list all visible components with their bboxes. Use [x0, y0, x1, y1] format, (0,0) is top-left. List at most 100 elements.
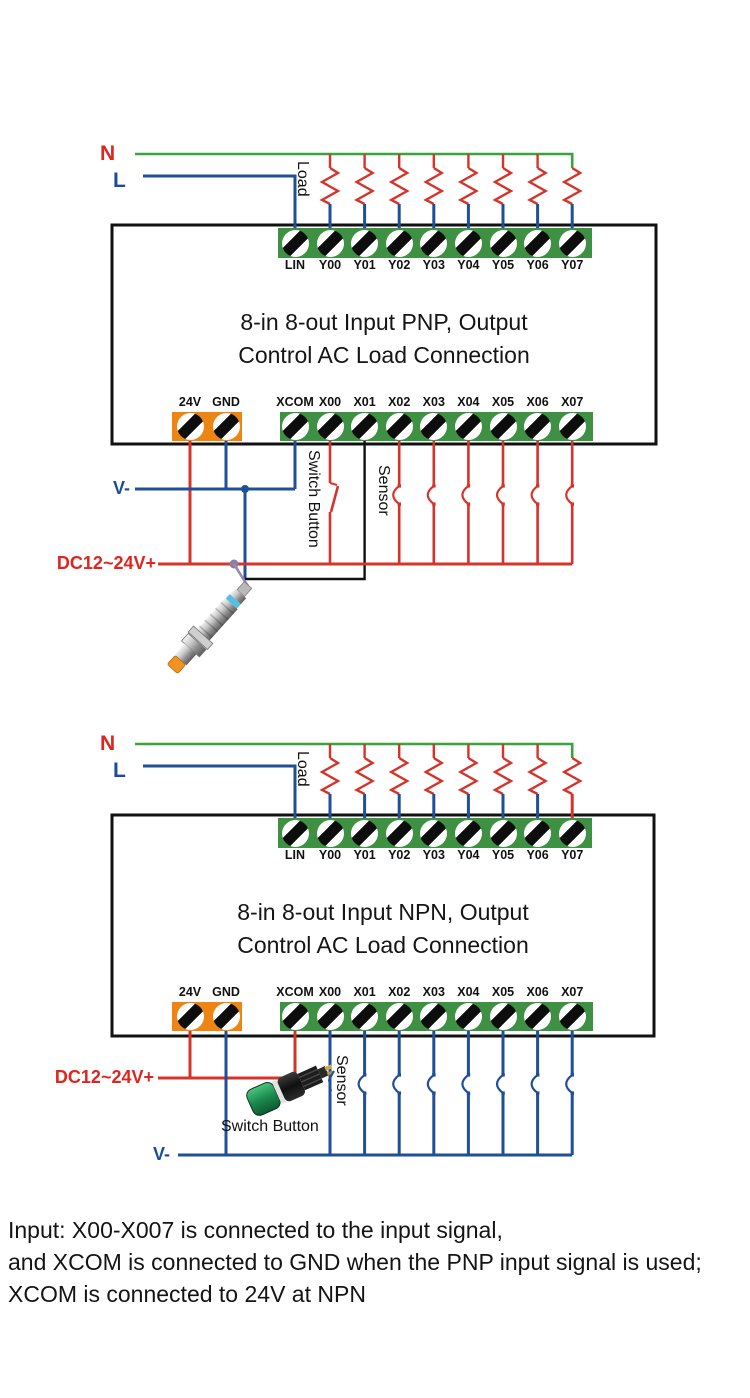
- sensor-symbol: [570, 1073, 574, 1077]
- terminal-label: LIN: [284, 258, 306, 272]
- button-lead-wire: [327, 1070, 335, 1092]
- sensor-cap: [229, 588, 247, 605]
- label-line: L: [113, 759, 126, 782]
- terminal-screw: [489, 413, 517, 440]
- terminal-screw: [351, 229, 379, 257]
- sensor-symbol: [466, 484, 471, 488]
- sensor-symbol: [357, 1074, 366, 1094]
- terminal-screw: [489, 819, 517, 847]
- sensor-symbol: [397, 502, 401, 506]
- switch-contact: [329, 482, 338, 486]
- button-ring: [271, 1080, 287, 1104]
- terminal-screw: [420, 1003, 448, 1030]
- sensor-symbol: [501, 502, 505, 506]
- terminal-screw: [281, 819, 309, 847]
- load-resistor-symbol: [527, 166, 549, 206]
- terminal-screw: [385, 819, 413, 847]
- terminal-label: Y04: [457, 848, 480, 862]
- terminal-label: X01: [353, 395, 376, 409]
- terminal-label: 24V: [178, 985, 202, 999]
- sensor-symbol: [536, 502, 540, 506]
- terminal-screw: [524, 819, 552, 847]
- sensor-symbol: [363, 1073, 367, 1077]
- terminal-label: X06: [526, 395, 549, 409]
- label-v-minus: V-: [112, 478, 130, 498]
- load-resistor-symbol: [319, 756, 341, 796]
- terminal-label: Y01: [353, 258, 376, 272]
- terminal-label: X05: [491, 985, 515, 999]
- sensor-threads: [198, 601, 235, 639]
- terminal-label: Y00: [318, 258, 342, 272]
- module-box: [110, 813, 656, 1038]
- footer-line: and XCOM is connected to GND when the PN…: [8, 1249, 702, 1275]
- load-resistor-symbol: [527, 756, 549, 796]
- sensor-symbol: [432, 1073, 436, 1077]
- sensor-symbol: [426, 485, 435, 505]
- terminal-label: Y02: [388, 258, 411, 272]
- load-resistor-symbol: [492, 166, 514, 206]
- label-neutral: N: [100, 732, 116, 755]
- terminal-screw: [351, 413, 379, 440]
- terminal-screw: [212, 413, 240, 440]
- title-line-2: Control AC Load Connection: [238, 342, 530, 368]
- terminal-screw: [454, 819, 482, 847]
- terminal-screw: [281, 1003, 309, 1030]
- button-thread-lines: [299, 1068, 322, 1088]
- terminal-screw: [489, 229, 517, 257]
- sensor-symbol: [570, 502, 574, 506]
- terminal-label: X00: [318, 395, 342, 409]
- sensor-symbol: [530, 1074, 539, 1094]
- terminal-label: X07: [561, 395, 584, 409]
- sensor-symbol: [570, 484, 574, 488]
- sensor-symbol: [466, 502, 471, 506]
- terminal-label: Y00: [318, 848, 342, 862]
- title-line-1: 8-in 8-out Input PNP, Output: [240, 309, 528, 335]
- footer-note: Input: X00-X007 is connected to the inpu…: [8, 1214, 702, 1310]
- terminal-label: X01: [353, 985, 376, 999]
- terminal-label: X02: [388, 985, 411, 999]
- terminal-label: X00: [318, 985, 342, 999]
- terminal-label: GND: [212, 395, 240, 409]
- sensor-symbol: [426, 1074, 435, 1094]
- load-resistor-symbol: [561, 166, 583, 206]
- neutral-wire: [135, 152, 574, 168]
- sensor-symbol: [432, 502, 436, 506]
- terminal-label: X03: [422, 985, 445, 999]
- terminal-screw: [524, 229, 552, 257]
- sensor-tip: [167, 655, 186, 674]
- terminal-screw: [176, 413, 204, 440]
- terminal-screw: [454, 413, 482, 440]
- label-load: Load: [294, 161, 311, 197]
- line-wire: [143, 174, 297, 231]
- label-neutral: N: [100, 142, 116, 165]
- push-button-photo: [246, 1064, 334, 1116]
- sensor-symbol: [466, 1073, 471, 1077]
- terminal-screw: [316, 413, 344, 440]
- terminal-label: 24V: [178, 395, 202, 409]
- terminal-label: X04: [457, 395, 480, 409]
- terminal-label: Y06: [526, 848, 549, 862]
- sensor-symbol: [565, 1074, 573, 1094]
- footer-line: Input: X00-X007 is connected to the inpu…: [8, 1217, 503, 1243]
- diagram-title-pnp: 8-in 8-out Input PNP, Output Control AC …: [112, 306, 656, 372]
- terminal-label: X03: [422, 395, 445, 409]
- footer-line: XCOM is connected to 24V at NPN: [8, 1281, 366, 1307]
- terminal-screw: [385, 413, 413, 440]
- terminal-screw: [281, 229, 309, 257]
- sensor-symbol: [495, 1074, 504, 1094]
- terminal-screw: [385, 1003, 413, 1030]
- sensor-washer: [187, 625, 214, 650]
- label-dc-supply: DC12~24V+: [54, 1067, 154, 1087]
- sensor-symbol: [461, 1074, 470, 1094]
- terminal-label: X07: [561, 985, 584, 999]
- terminal-screw: [558, 413, 586, 440]
- terminal-screw: [385, 229, 413, 257]
- load-resistor-symbol: [457, 756, 479, 796]
- terminal-screw: [281, 413, 309, 440]
- load-resistor-symbol: [388, 756, 410, 796]
- terminal-label: X04: [457, 985, 480, 999]
- terminal-label: Y02: [388, 848, 411, 862]
- terminal-screw: [524, 413, 552, 440]
